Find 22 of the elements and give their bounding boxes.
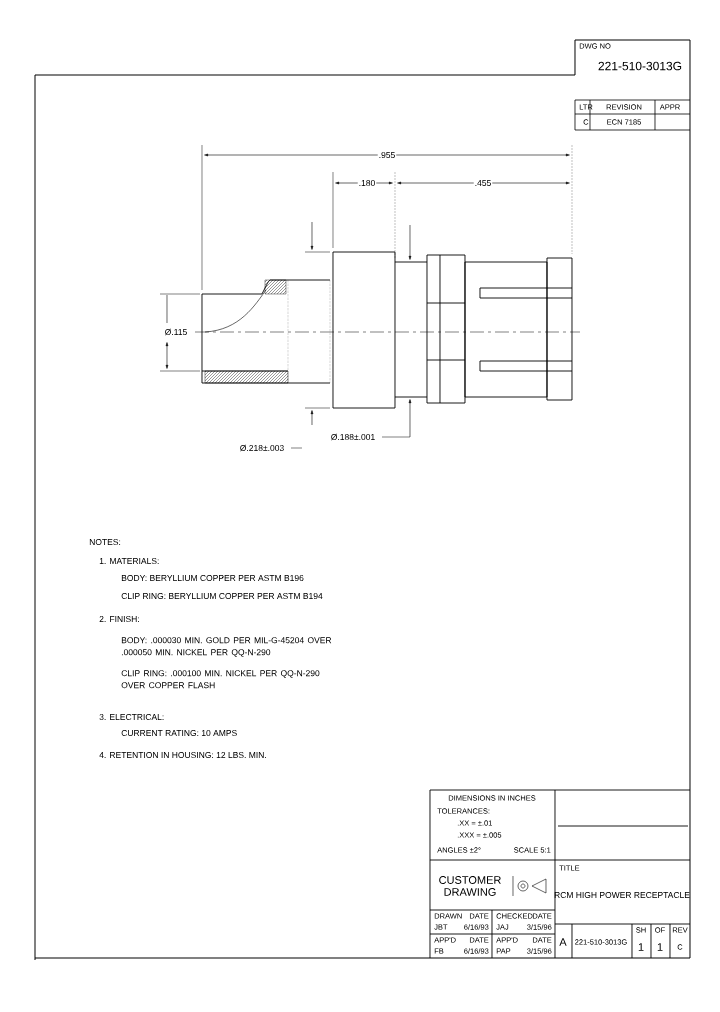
dimension-value: Ø.188±.001 bbox=[331, 433, 375, 441]
dimension-value: Ø.115 bbox=[163, 327, 189, 337]
note-text: 2. FINISH: bbox=[99, 616, 139, 622]
note-text: CURRENT RATING: 10 AMPS bbox=[121, 730, 237, 736]
note-text: BODY: BERYLLIUM COPPER PER ASTM B196 bbox=[121, 575, 304, 581]
drawing-title: RCM HIGH POWER RECEPTACLE bbox=[554, 892, 690, 898]
note-text: CLIP RING: BERYLLIUM COPPER PER ASTM B194 bbox=[121, 593, 323, 599]
drawing-number: 221-510-3013G bbox=[598, 61, 682, 71]
note-text: 3. ELECTRICAL: bbox=[99, 714, 164, 720]
note-text: 1. MATERIALS: bbox=[99, 558, 159, 564]
sheet-number: 1 bbox=[657, 943, 663, 951]
note-text: 4. RETENTION IN HOUSING: 12 LBS. MIN. bbox=[99, 752, 266, 758]
customer-drawing-heading: CUSTOMER DRAWING bbox=[439, 876, 501, 896]
dimension-value: Ø.218±.003 bbox=[240, 444, 284, 452]
size-letter: A bbox=[559, 938, 567, 946]
dimension-value: .455 bbox=[473, 179, 493, 187]
dimension-value: .180 bbox=[357, 179, 377, 187]
dimension-value: .955 bbox=[377, 151, 397, 159]
sheet-number: 1 bbox=[638, 943, 644, 951]
notes-heading: NOTES: bbox=[89, 539, 121, 545]
note-text: CLIP RING: .000100 MIN. NICKEL PER QQ-N-290 OVER COPPER FLASH bbox=[121, 670, 320, 689]
note-text: BODY: .000030 MIN. GOLD PER MIL-G-45204 OVER .000050 MIN. NICKEL PER QQ-N-290 bbox=[121, 637, 332, 657]
